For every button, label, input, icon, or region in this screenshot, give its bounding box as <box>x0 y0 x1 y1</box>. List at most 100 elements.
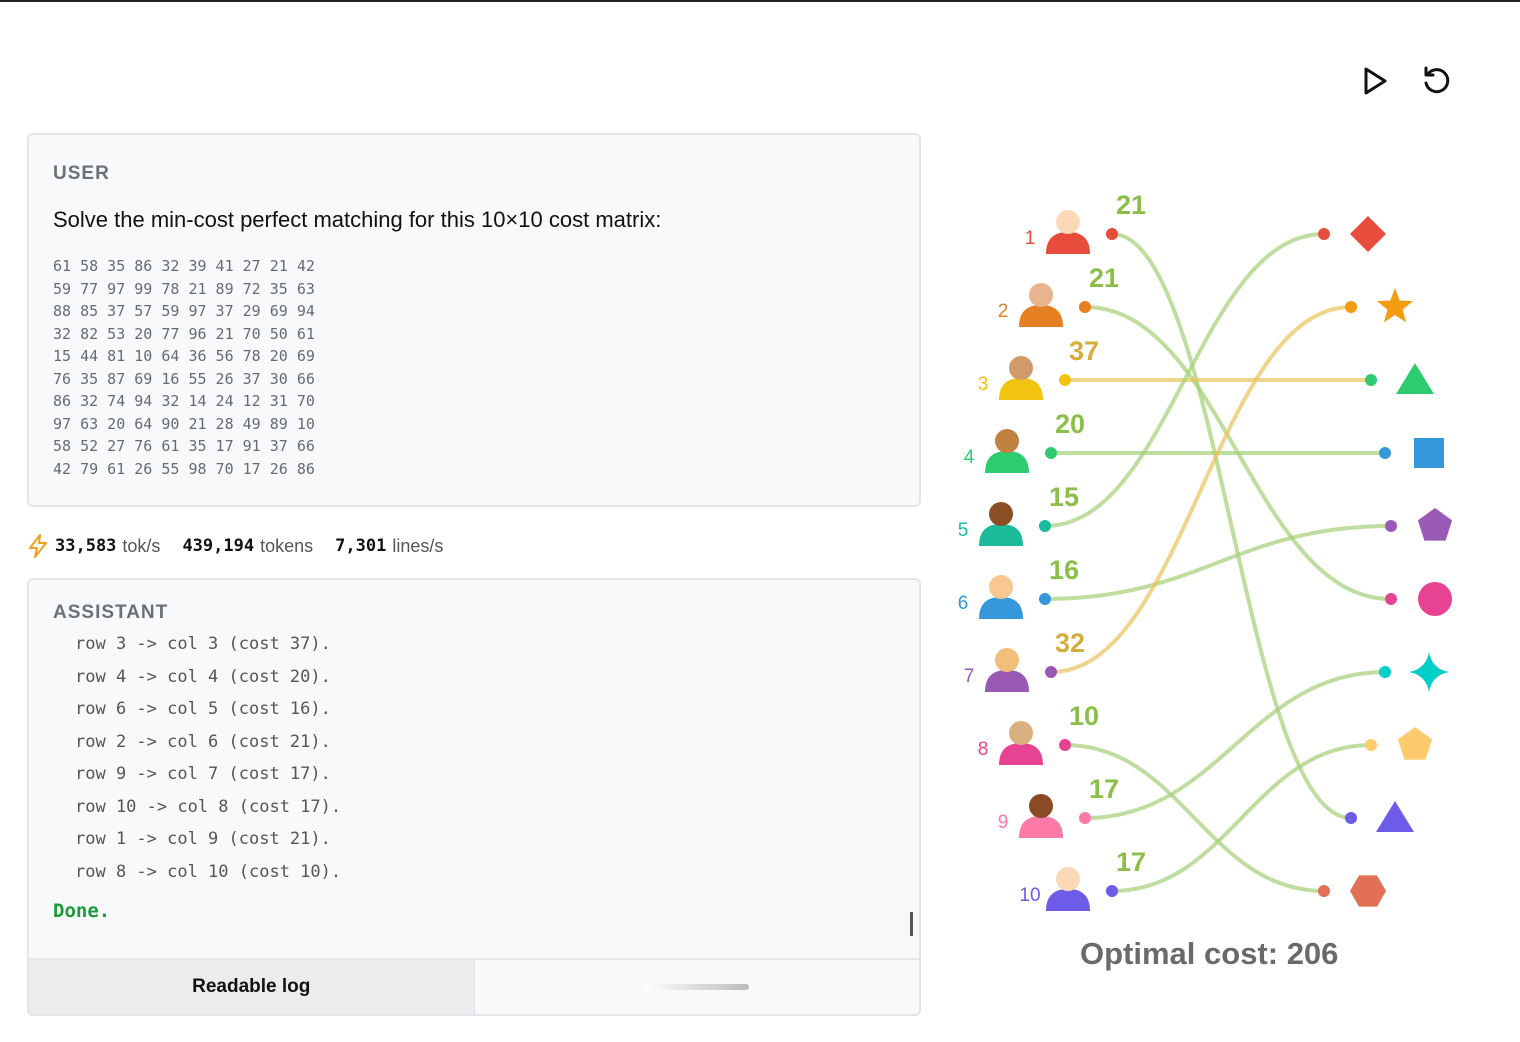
row-dot <box>1039 593 1051 605</box>
pentagon-icon <box>1417 508 1453 541</box>
pentagon-icon <box>1397 727 1433 760</box>
row-dot <box>1045 447 1057 459</box>
tok-per-sec-label: tok/s <box>122 535 161 556</box>
lightning-icon <box>29 534 47 558</box>
cost-label: 17 <box>1089 774 1119 804</box>
sparkle-icon <box>1409 652 1449 692</box>
cost-label: 21 <box>1089 263 1119 293</box>
log-line: row 10 -> col 8 (cost 17). <box>75 796 342 817</box>
done-status: Done. <box>53 900 111 922</box>
person-body <box>1019 305 1063 327</box>
matrix-row: 97 63 20 64 90 21 28 49 89 10 <box>53 414 315 433</box>
reset-button[interactable] <box>1420 64 1454 98</box>
row-dot <box>1106 228 1118 240</box>
play-button[interactable] <box>1358 64 1392 98</box>
col-dot <box>1345 812 1357 824</box>
person-head <box>995 648 1019 672</box>
cost-label: 16 <box>1049 555 1079 585</box>
row-dot <box>1039 520 1051 532</box>
person-avatar <box>979 575 1023 619</box>
log-line: row 8 -> col 10 (cost 10). <box>75 861 342 882</box>
match-line <box>1084 670 1386 820</box>
row-label: 9 <box>998 812 1009 833</box>
col-dot <box>1365 739 1377 751</box>
row-label: 3 <box>978 374 989 395</box>
square-icon <box>1414 438 1444 468</box>
hexagon-icon <box>1350 875 1386 907</box>
matrix-row: 32 82 53 20 77 96 21 70 50 61 <box>53 324 315 343</box>
person-avatar <box>985 648 1029 692</box>
match-line <box>1064 743 1325 893</box>
log-line: row 9 -> col 7 (cost 17). <box>75 764 331 784</box>
tok-per-sec-value: 33,583 <box>55 536 117 556</box>
row-dot <box>1079 812 1091 824</box>
matrix-row: 88 85 37 57 59 97 37 29 69 94 <box>53 302 315 320</box>
col-dot <box>1379 447 1391 459</box>
match-line <box>1044 524 1392 601</box>
person-avatar <box>1046 867 1090 911</box>
person-body <box>999 378 1043 400</box>
row-dot <box>1106 885 1118 897</box>
person-head <box>1029 794 1053 818</box>
diamond-icon <box>1350 216 1386 252</box>
log-line: row 4 -> col 4 (cost 20). <box>75 666 331 687</box>
row-label: 7 <box>964 666 975 687</box>
person-avatar <box>1019 794 1063 838</box>
col-dot <box>1385 593 1397 605</box>
row-label: 6 <box>958 593 969 614</box>
person-avatar <box>1019 283 1063 327</box>
tab-raw-log[interactable] <box>474 960 919 1014</box>
triangle-icon <box>1376 801 1414 832</box>
scrollbar[interactable] <box>910 912 913 936</box>
cost-label: 21 <box>1116 190 1146 220</box>
assistant-message: ASSISTANT row 3 -> col 3 (cost 37). row 4… <box>27 578 921 1016</box>
circle-icon <box>1418 582 1452 616</box>
cost-label: 17 <box>1116 847 1146 877</box>
col-dot <box>1345 301 1357 313</box>
row-dot <box>1045 666 1057 678</box>
row-label: 10 <box>1019 885 1040 906</box>
cost-label: 10 <box>1069 701 1099 731</box>
cost-label: 20 <box>1055 409 1085 439</box>
person-head <box>1029 283 1053 307</box>
person-head <box>989 502 1013 526</box>
person-head <box>1009 356 1033 380</box>
lines-per-sec-label: lines/s <box>392 535 444 556</box>
matrix-row: 58 52 27 76 61 35 17 91 37 66 <box>53 437 315 455</box>
person-body <box>985 451 1029 473</box>
col-dot <box>1318 228 1330 240</box>
match-line <box>1044 232 1325 528</box>
person-head <box>989 575 1013 599</box>
matrix-row: 15 44 81 10 64 36 56 78 20 69 <box>53 347 315 365</box>
tab-readable-log[interactable]: Readable log <box>29 960 475 1014</box>
user-role-label: USER <box>53 163 110 184</box>
match-lines <box>1044 232 1392 893</box>
log-line: row 3 -> col 3 (cost 37). <box>75 634 331 654</box>
assistant-log: row 3 -> col 3 (cost 37). row 4 -> col 4 … <box>29 624 919 892</box>
match-line <box>1050 305 1352 674</box>
cost-label: 32 <box>1055 628 1085 658</box>
tokens-label: tokens <box>260 535 314 556</box>
row-dot <box>1059 374 1071 386</box>
row-dot <box>1079 301 1091 313</box>
assistant-role-label: ASSISTANT <box>53 602 169 623</box>
person-body <box>979 524 1023 546</box>
person-avatar <box>999 356 1043 400</box>
cost-label: 15 <box>1049 482 1079 512</box>
row-dot <box>1059 739 1071 751</box>
person-avatar <box>979 502 1023 546</box>
log-line: row 1 -> col 9 (cost 21). <box>75 829 331 849</box>
row-label: 4 <box>964 447 975 468</box>
row-label: 5 <box>958 520 969 541</box>
person-avatar <box>1046 210 1090 254</box>
person-body <box>1046 232 1090 254</box>
log-line: row 6 -> col 5 (cost 16). <box>75 699 331 719</box>
col-dot <box>1385 520 1397 532</box>
triangle-icon <box>1396 363 1434 394</box>
person-avatar <box>985 429 1029 473</box>
matrix-row: 86 32 74 94 32 14 24 12 31 70 <box>53 392 315 410</box>
matrix-row: 42 79 61 26 55 98 70 17 26 86 <box>53 459 315 478</box>
person-head <box>1009 721 1033 745</box>
